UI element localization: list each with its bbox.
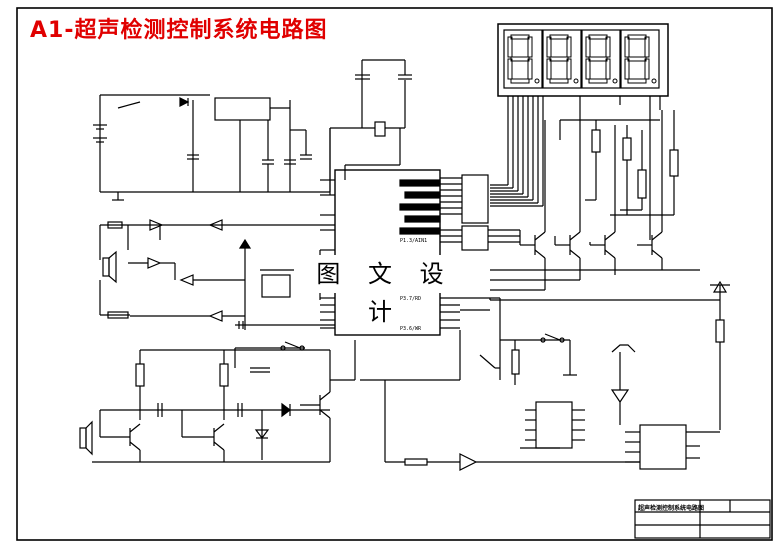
display-digit (585, 34, 618, 84)
title-block (634, 499, 771, 539)
display-segment (527, 36, 533, 58)
display-digit-glyphs (507, 34, 657, 84)
display-digit (507, 34, 540, 84)
display-segment (549, 78, 569, 84)
display-segment (527, 58, 533, 80)
crystal-oscillator (329, 59, 412, 195)
display-segment (507, 36, 513, 58)
display-segment (627, 56, 647, 62)
display-segment (549, 34, 569, 40)
microcontroller (320, 169, 460, 336)
display-segment (546, 58, 552, 80)
display-segment (644, 36, 650, 58)
digit-driver-transistors (490, 110, 700, 291)
display-bus-lines (490, 96, 661, 240)
display-segment (510, 34, 530, 40)
drawing-title: A1-超声检测控制系统电路图 (30, 18, 328, 43)
display-segment (627, 34, 647, 40)
display-segment (624, 36, 630, 58)
mcu-pin-label-ain1: P1.3/AIN1 (400, 238, 427, 244)
display-decimal-point (612, 78, 618, 84)
mcu-pin-label-rd: P3.7/RD (400, 296, 421, 302)
power-supply (93, 94, 331, 201)
display-segment (507, 58, 513, 80)
display-segment (644, 58, 650, 80)
output-stage (360, 280, 730, 471)
display-decimal-point (651, 78, 657, 84)
display-segment (549, 56, 569, 62)
title-block-drawing-name: 超声检测控制系统电路图 (637, 504, 704, 512)
display-segment (546, 36, 552, 58)
display-segment (585, 36, 591, 58)
driver-ic (610, 344, 720, 470)
resistor-array (440, 174, 520, 251)
base-resistors (559, 110, 679, 216)
seven-segment-display (497, 23, 669, 97)
display-segment (510, 56, 530, 62)
display-segment (566, 58, 572, 80)
display-segment (510, 78, 530, 84)
watermark-overlay: 图 文 设 计 (294, 255, 476, 326)
display-digit (546, 34, 579, 84)
display-segment (624, 58, 630, 80)
display-segment (605, 36, 611, 58)
display-segment (588, 78, 608, 84)
display-segment (605, 58, 611, 80)
display-decimal-point (573, 78, 579, 84)
mcu-pin-label-wr: P3.6/WR (400, 326, 422, 332)
display-segment (627, 78, 647, 84)
display-digit (624, 34, 657, 84)
display-decimal-point (534, 78, 540, 84)
transmitter-circuit (79, 340, 356, 463)
display-segment (588, 56, 608, 62)
drawing-border (16, 7, 773, 541)
receiver-chain (99, 219, 335, 330)
misc-components (479, 340, 501, 380)
timer-ic (520, 401, 585, 449)
display-segment (566, 36, 572, 58)
push-switch (234, 341, 305, 373)
display-segment (588, 34, 608, 40)
display-segment (585, 58, 591, 80)
